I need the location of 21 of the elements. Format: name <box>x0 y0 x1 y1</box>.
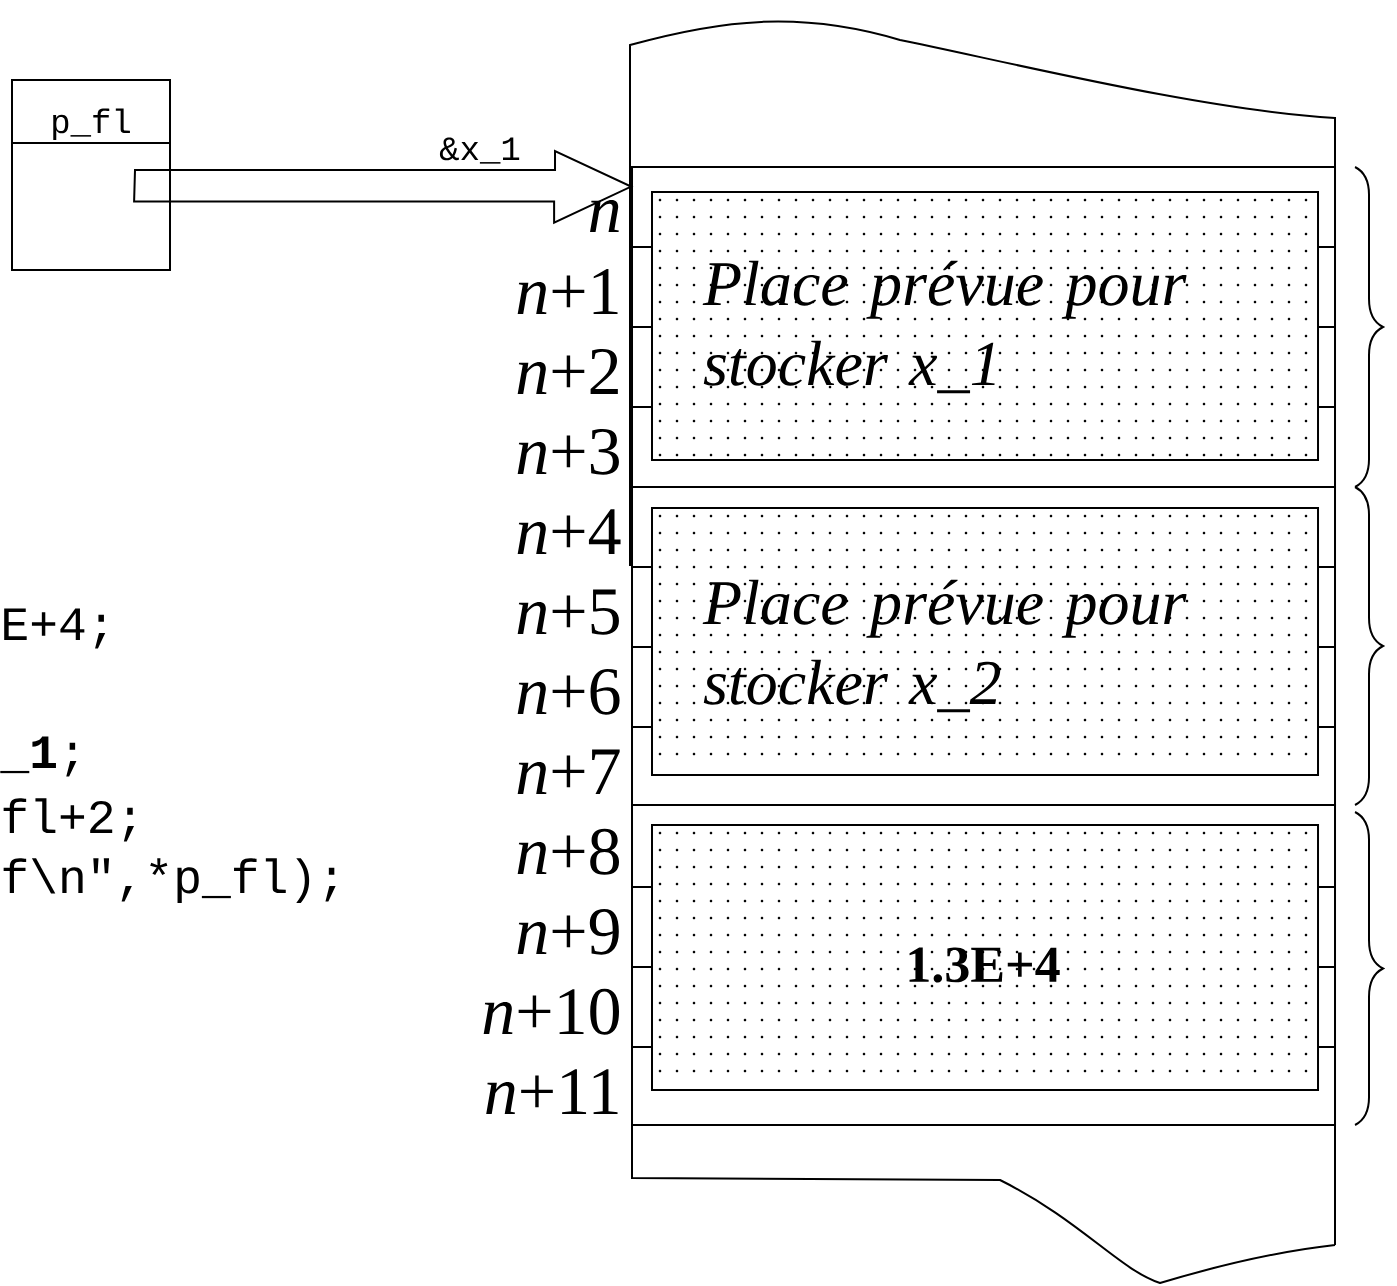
code-line: fl+2; <box>3 798 134 842</box>
edge-label: &x_1 <box>439 137 520 164</box>
byte-address: n+7 <box>517 749 620 794</box>
byte-address: n+9 <box>517 909 619 955</box>
code-line: E+4; <box>4 608 106 649</box>
byte-address: n+4 <box>517 509 621 554</box>
byte-address: n+8 <box>517 828 619 875</box>
byte-address: n+10 <box>483 988 619 1035</box>
memory-strip <box>629 20 1336 1284</box>
variable-box: p_fl <box>11 79 171 271</box>
byte-address: n+5 <box>517 589 619 635</box>
byte-address: n+3 <box>517 429 619 475</box>
code-line: _1; <box>0 736 77 777</box>
memory-block: 1.3E+4 <box>631 804 1336 1126</box>
code-line: f\n",*p_fl); <box>3 858 336 903</box>
byte-address: n+6 <box>517 669 620 715</box>
memory-block: Place prévue pour stocker x_2 <box>631 486 1336 806</box>
byte-address: n+1 <box>517 269 618 314</box>
block-arrow <box>133 149 634 225</box>
byte-address: n+2 <box>517 349 618 394</box>
memory-block: Place prévue pour stocker x_1 <box>631 166 1336 488</box>
